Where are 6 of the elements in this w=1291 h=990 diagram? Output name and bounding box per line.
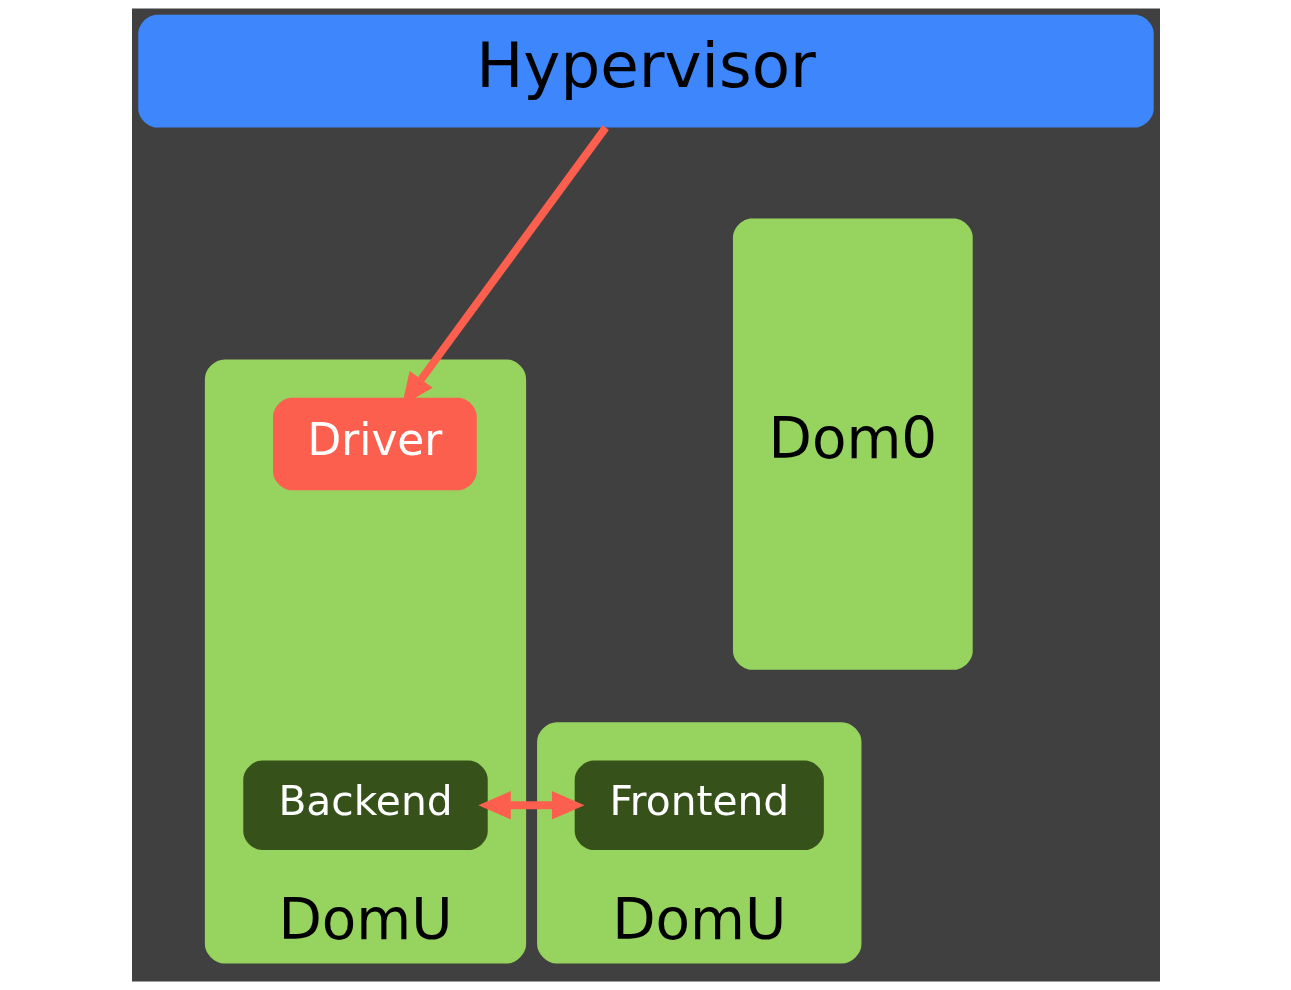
node-box: Backend [242, 760, 488, 850]
node-box: Frontend [574, 760, 824, 850]
node-box: Driver [272, 397, 477, 491]
node-box: Dom0 [732, 218, 973, 670]
arrow [477, 791, 584, 820]
node-box: Hypervisor [137, 14, 1154, 128]
